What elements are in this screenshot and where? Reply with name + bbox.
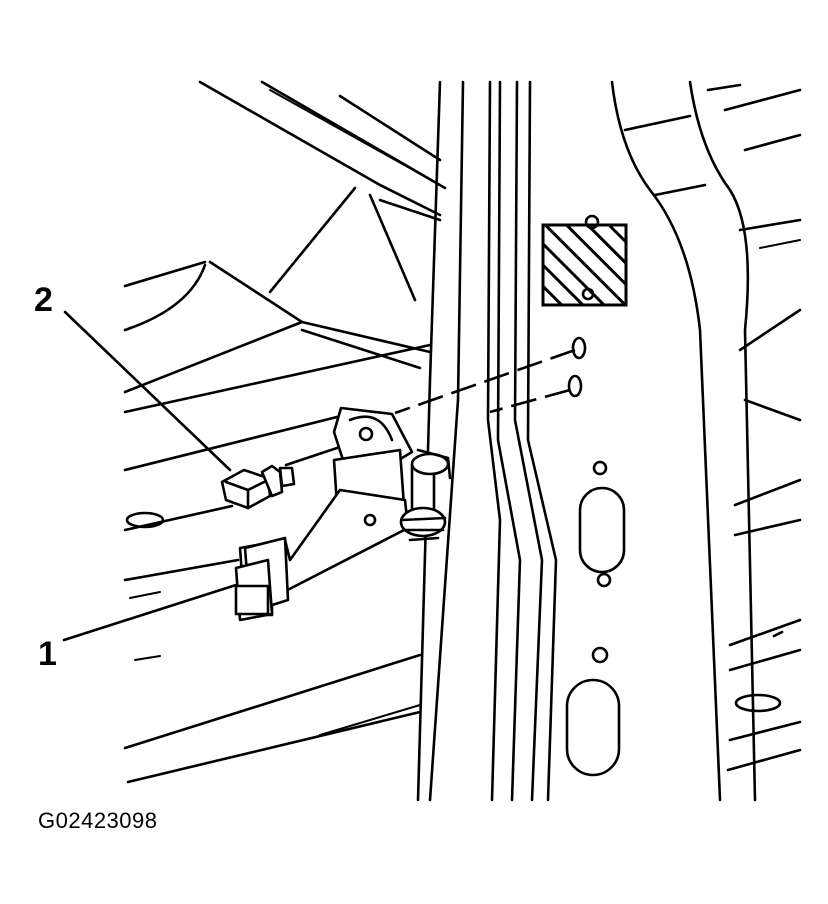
leader-line-2	[63, 310, 232, 472]
door-hinge	[234, 406, 452, 622]
door-pillar	[416, 80, 802, 802]
pillar-holes	[125, 214, 784, 777]
hatched-label-area	[541, 223, 628, 307]
callout-2: 2	[34, 281, 53, 319]
leader-line-1	[62, 583, 238, 642]
alignment-lines	[284, 336, 587, 467]
callout-1: 1	[38, 635, 57, 673]
leader-lines	[62, 310, 238, 642]
figure-id: G02423098	[38, 808, 158, 833]
hinge-bolt	[220, 464, 296, 510]
body-panel-lines	[123, 80, 447, 784]
